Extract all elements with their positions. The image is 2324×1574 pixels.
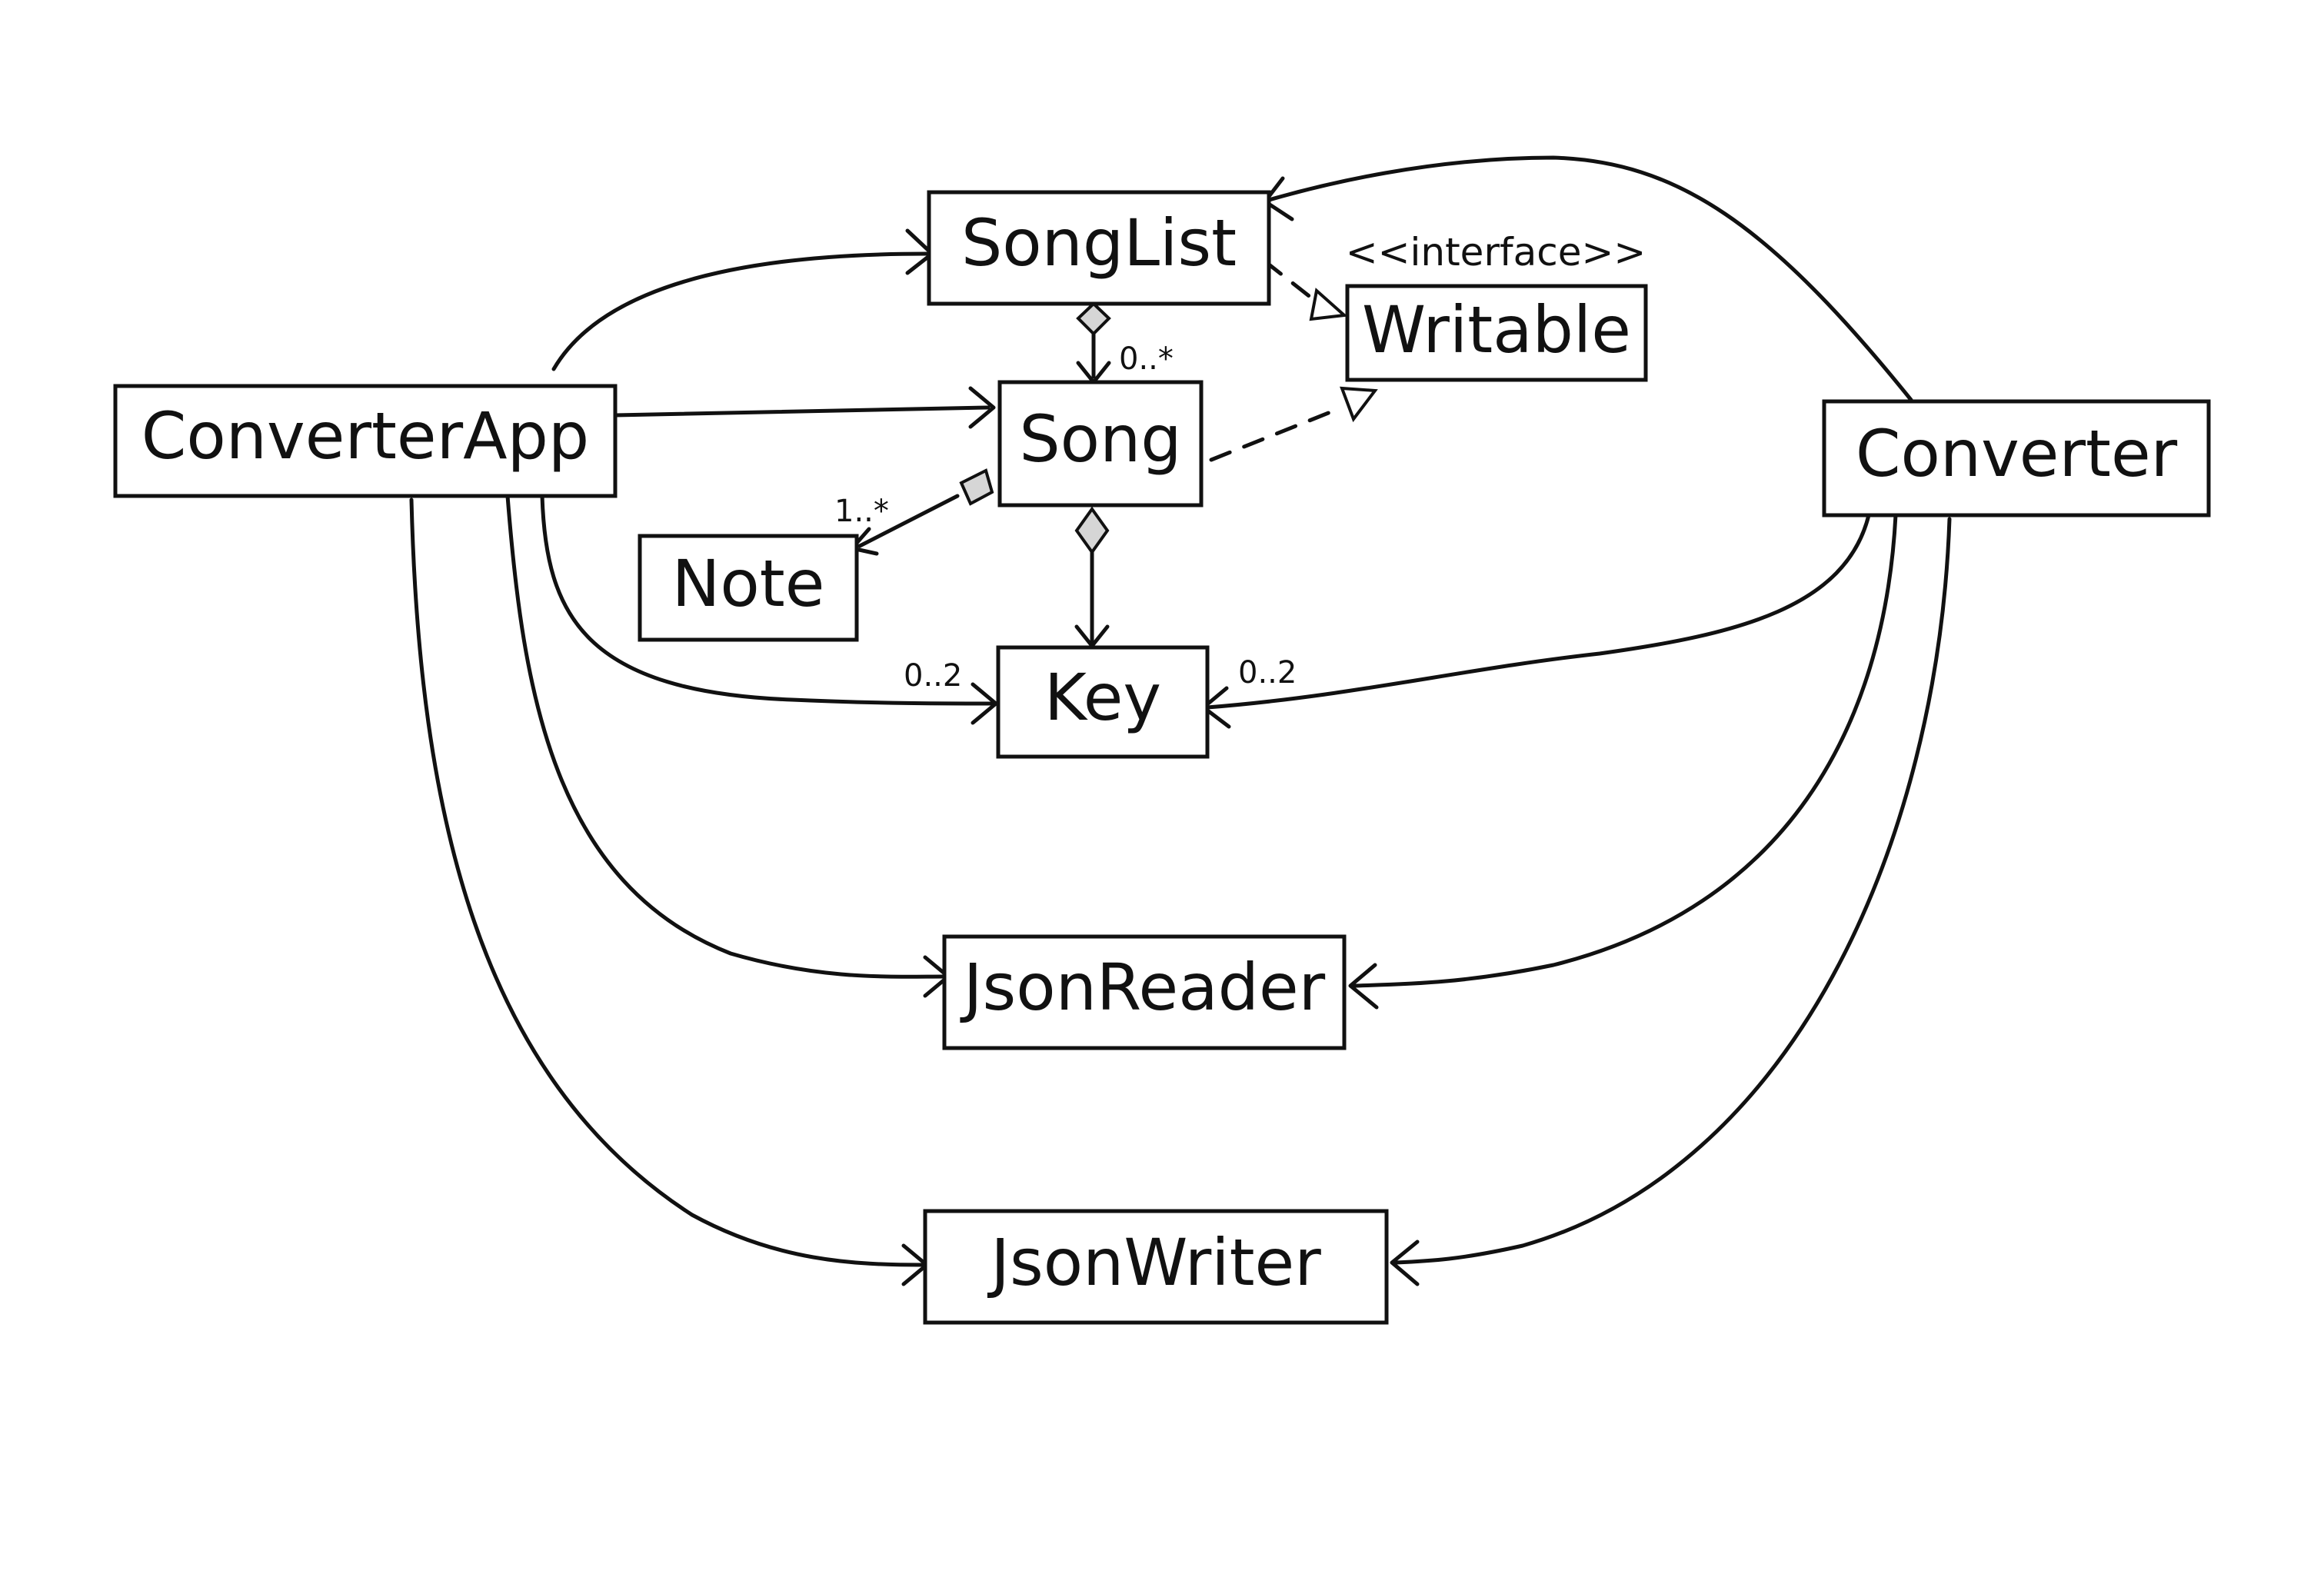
realization-triangle-songlist [1309, 288, 1348, 321]
multiplicity-converter-key: 0..2 [1238, 655, 1297, 690]
realization-triangle-song [1340, 386, 1378, 423]
edge-converter-songlist [1267, 155, 1913, 402]
class-name-jsonwriter: JsonWriter [987, 1225, 1321, 1300]
edge-app-songlist [551, 251, 929, 371]
class-name-note: Note [672, 546, 825, 621]
edge-app-song [613, 405, 991, 418]
class-song: Song [997, 380, 1204, 507]
class-key: Key [996, 645, 1210, 759]
class-name-writable: Writable [1362, 292, 1631, 368]
multiplicity-song-note: 1..* [834, 494, 889, 529]
multiplicity-songlist-song: 0..* [1119, 341, 1174, 377]
edge-song-note [857, 494, 960, 548]
class-converter: Converter [1822, 399, 2211, 517]
composition-diamond-song-note [959, 468, 994, 506]
class-note: Note [638, 534, 859, 642]
class-name-key: Key [1044, 660, 1161, 735]
multiplicity-app-key: 0..2 [904, 658, 962, 694]
arrowhead-jsonreader-from-converter [1348, 963, 1379, 1010]
class-songlist: SongList [927, 190, 1271, 306]
composition-diamond-songlist [1076, 301, 1111, 336]
composition-diamond-song-key [1074, 506, 1110, 555]
edge-songlist-writable [1263, 259, 1321, 306]
class-jsonwriter: JsonWriter [923, 1209, 1389, 1325]
stereotype-interface: <<interface>> [1346, 230, 1646, 275]
arrowhead-key-from-app [971, 682, 998, 725]
edge-converter-jsonwriter [1393, 517, 1952, 1265]
arrowhead-jsonwriter-from-converter [1390, 1240, 1420, 1286]
class-name-song: Song [1019, 401, 1181, 477]
edge-app-key [540, 494, 994, 706]
class-writable: <<interface>> Writable [1345, 230, 1648, 382]
arrowhead-song-from-app [968, 386, 996, 429]
edge-app-jsonreader [505, 494, 947, 979]
class-name-converterapp: ConverterApp [142, 398, 589, 474]
class-converterapp: ConverterApp [113, 384, 618, 498]
edge-converter-jsonreader [1351, 513, 1898, 988]
edge-app-jsonwriter [409, 497, 925, 1267]
edge-song-writable [1209, 405, 1344, 462]
edge-converter-key [1205, 513, 1871, 710]
class-name-songlist: SongList [961, 205, 1237, 281]
class-jsonreader: JsonReader [942, 934, 1347, 1050]
class-name-jsonreader: JsonReader [960, 950, 1326, 1025]
class-name-converter: Converter [1856, 416, 2178, 491]
